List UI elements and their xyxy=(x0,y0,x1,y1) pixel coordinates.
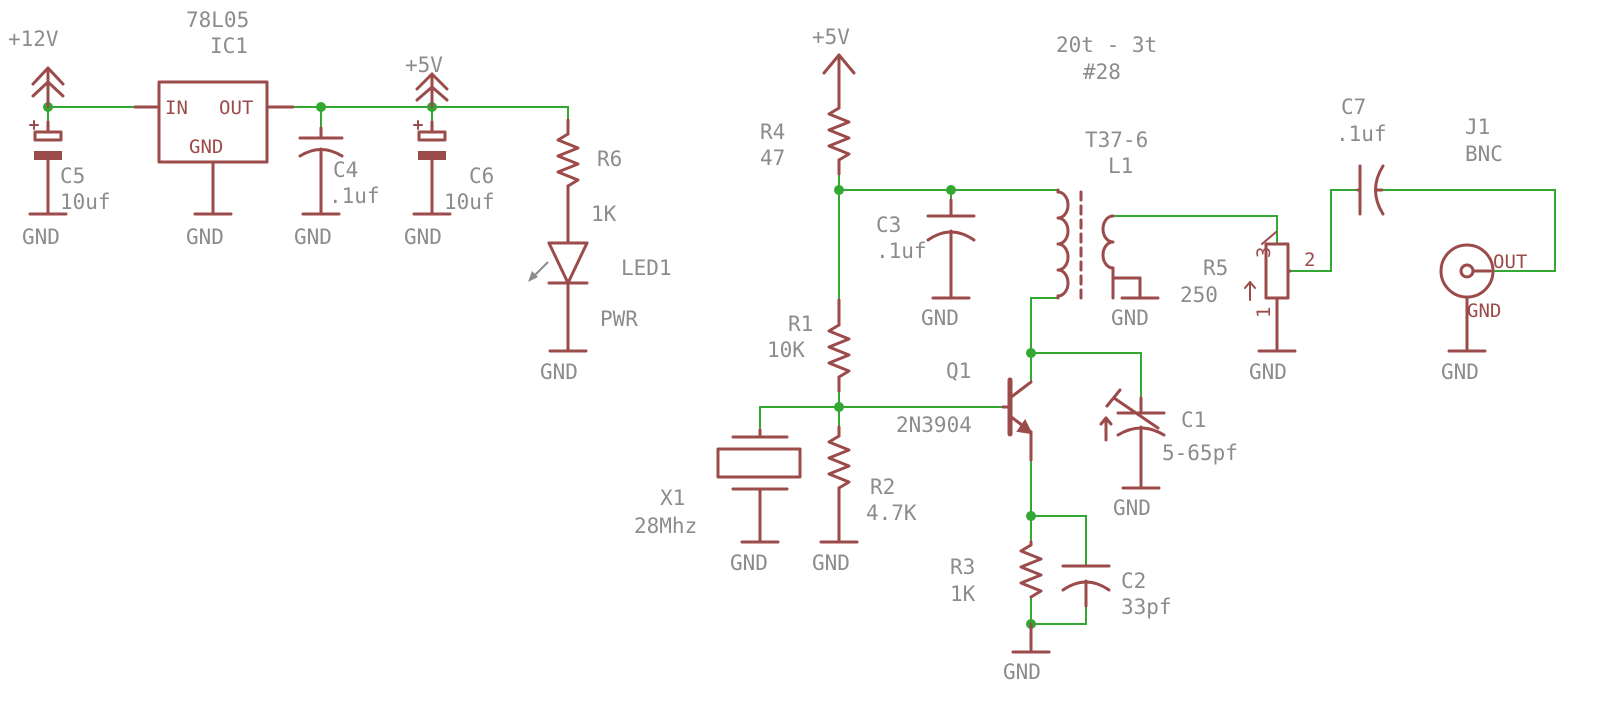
supply-5v-osc-symbol xyxy=(822,53,856,110)
gnd-label: GND xyxy=(1111,306,1149,330)
c2-capacitor xyxy=(1061,564,1111,608)
c7-value-label: .1uf xyxy=(1336,122,1387,146)
gnd-label: GND xyxy=(921,306,959,330)
c6-name-label: C6 xyxy=(469,164,494,188)
supply-5v-osc-label: +5V xyxy=(812,25,850,49)
gnd-label: GND xyxy=(22,225,60,249)
c4-capacitor xyxy=(298,126,344,216)
l1-name-label: L1 xyxy=(1108,154,1133,178)
r4-value-label: 47 xyxy=(760,146,785,170)
j1-value-label: BNC xyxy=(1465,142,1503,166)
r2-name-label: R2 xyxy=(870,475,895,499)
q1-transistor xyxy=(1001,377,1033,462)
gnd-label: GND xyxy=(186,225,224,249)
labels: +12V 78L05 IC1 IN OUT GND +5V +5V C5 10u… xyxy=(8,8,1527,684)
r5-pin1-label: 1 xyxy=(1253,307,1275,318)
r1-name-label: R1 xyxy=(788,312,813,336)
c4-value-label: .1uf xyxy=(329,184,380,208)
ic1-regulator xyxy=(133,80,295,216)
led1-name-label: LED1 xyxy=(621,256,672,280)
gnd-label: GND xyxy=(540,360,578,384)
c2-name-label: C2 xyxy=(1121,569,1146,593)
r2-resistor xyxy=(819,425,859,544)
ic1-type-label: 78L05 xyxy=(186,8,249,32)
r2-value-label: 4.7K xyxy=(866,501,917,525)
c5-capacitor xyxy=(28,120,68,216)
ic1-gnd-pin-label: GND xyxy=(189,136,223,158)
l1-winding-label: 20t - 3t xyxy=(1056,33,1157,57)
c1-trimmer-capacitor xyxy=(1099,388,1166,490)
gnd-label: GND xyxy=(1249,360,1287,384)
r3-resistor xyxy=(1019,540,1043,599)
gnd-label: GND xyxy=(1441,360,1479,384)
ic1-name-label: IC1 xyxy=(210,34,248,58)
x1-value-label: 28Mhz xyxy=(634,514,697,538)
l1-core-label: T37-6 xyxy=(1085,128,1148,152)
l1-wire-label: #28 xyxy=(1083,60,1121,84)
led1-diode xyxy=(528,241,589,353)
ic1-out-pin-label: OUT xyxy=(219,97,253,119)
c7-name-label: C7 xyxy=(1341,95,1366,119)
r6-resistor xyxy=(556,118,580,245)
c1-value-label: 5-65pf xyxy=(1162,441,1238,465)
r1-value-label: 10K xyxy=(767,338,805,362)
c6-value-label: 10uf xyxy=(444,190,495,214)
r3-value-label: 1K xyxy=(950,582,976,606)
supply-12v-label: +12V xyxy=(8,27,59,51)
r5-name-label: R5 xyxy=(1203,256,1228,280)
ic1-in-pin-label: IN xyxy=(165,97,188,119)
j1-out-pin-label: OUT xyxy=(1493,251,1527,273)
j1-name-label: J1 xyxy=(1465,115,1490,139)
led1-value-label: PWR xyxy=(600,307,638,331)
supply-12v-symbol xyxy=(31,66,65,109)
x1-crystal xyxy=(716,428,802,544)
q1-emitter-ground xyxy=(1011,622,1051,654)
r4-name-label: R4 xyxy=(760,120,785,144)
c2-value-label: 33pf xyxy=(1121,595,1172,619)
c6-capacitor xyxy=(412,120,452,216)
gnd-label: GND xyxy=(294,225,332,249)
j1-gnd-pin-label: GND xyxy=(1467,300,1501,322)
r5-value-label: 250 xyxy=(1180,283,1218,307)
r3-name-label: R3 xyxy=(950,555,975,579)
r6-name-label: R6 xyxy=(597,147,622,171)
q1-name-label: Q1 xyxy=(946,359,971,383)
c1-name-label: C1 xyxy=(1181,408,1206,432)
supply-5v-reg-label: +5V xyxy=(405,53,443,77)
supply-5v-reg-symbol xyxy=(415,72,449,109)
gnd-label: GND xyxy=(404,225,442,249)
r5-pin3-label: 3 xyxy=(1253,247,1275,258)
l1-transformer xyxy=(1056,188,1160,300)
wires xyxy=(47,106,1556,625)
r5-pin2-label: 2 xyxy=(1304,249,1315,271)
r4-resistor xyxy=(827,106,851,176)
c5-value-label: 10uf xyxy=(60,190,111,214)
c4-name-label: C4 xyxy=(333,158,358,182)
c3-name-label: C3 xyxy=(876,213,901,237)
r6-value-label: 1K xyxy=(591,202,617,226)
r1-resistor xyxy=(827,298,851,393)
r5-potentiometer xyxy=(1244,231,1297,353)
gnd-label: GND xyxy=(730,551,768,575)
x1-name-label: X1 xyxy=(660,486,685,510)
gnd-label: GND xyxy=(1003,660,1041,684)
c3-capacitor xyxy=(926,198,976,300)
c5-name-label: C5 xyxy=(60,164,85,188)
c3-value-label: .1uf xyxy=(876,239,927,263)
j1-bnc-connector xyxy=(1439,243,1495,353)
gnd-label: GND xyxy=(1113,496,1151,520)
c7-capacitor xyxy=(1356,164,1385,216)
q1-value-label: 2N3904 xyxy=(896,413,972,437)
gnd-label: GND xyxy=(812,551,850,575)
